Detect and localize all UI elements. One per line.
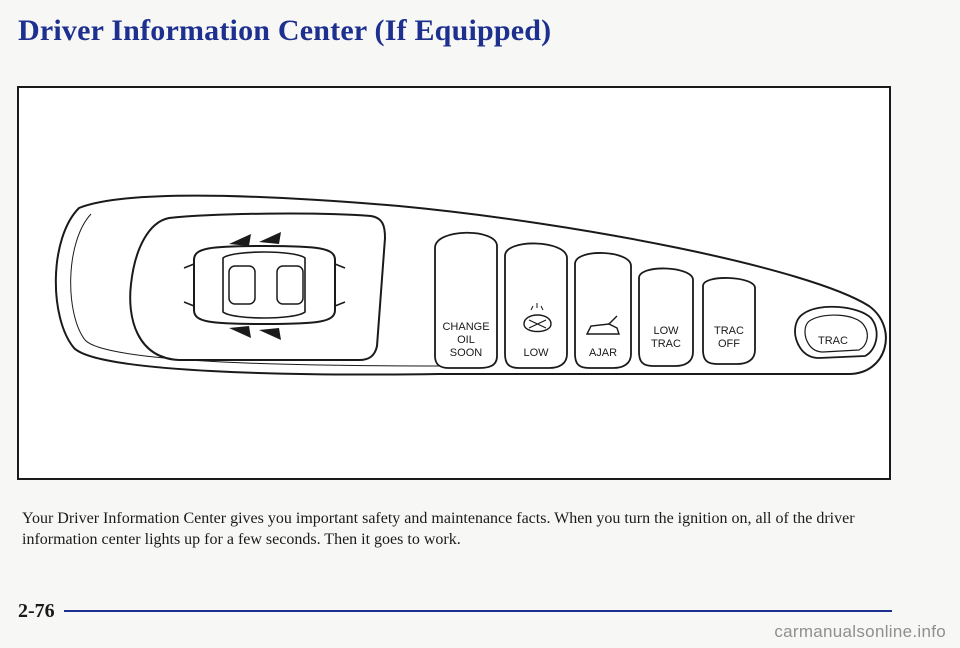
indicator-change-oil-soon: CHANGE OIL SOON — [434, 231, 498, 369]
indicator-label: TRAC — [651, 338, 681, 350]
arrow-icon — [229, 234, 251, 246]
trac-button[interactable]: TRAC — [794, 305, 878, 359]
car-top-view-icon — [183, 244, 346, 326]
trac-button-label: TRAC — [818, 335, 848, 347]
indicator-label: AJAR — [589, 347, 617, 359]
body-paragraph: Your Driver Information Center gives you… — [22, 510, 855, 548]
indicator-label: OFF — [718, 338, 740, 350]
driver-info-center-figure: CHANGE OIL SOON LOW AJAR LOW — [17, 86, 891, 480]
page-number: 2-76 — [18, 600, 55, 622]
panel-illustration: CHANGE OIL SOON LOW AJAR LOW — [54, 194, 887, 376]
indicator-label: CHANGE — [442, 321, 489, 333]
trunk-ajar-icon — [585, 315, 620, 335]
arrow-icon — [229, 326, 251, 338]
indicator-label: LOW — [653, 325, 679, 337]
arrow-icon — [259, 328, 281, 340]
arrow-icon — [259, 232, 281, 244]
footer-rule — [64, 610, 892, 612]
indicator-label: TRAC — [714, 325, 744, 337]
page-title: Driver Information Center (If Equipped) — [18, 14, 552, 47]
watermark: carmanualsonline.info — [774, 622, 946, 641]
indicator-low-trac: LOW TRAC — [638, 267, 694, 367]
indicator-label: SOON — [450, 347, 482, 359]
washer-fluid-icon — [523, 303, 552, 333]
indicator-washer-fluid-low: LOW — [504, 242, 568, 369]
indicator-trunk-ajar: AJAR — [574, 252, 632, 369]
indicator-trac-off: TRAC OFF — [702, 277, 756, 365]
indicator-label: LOW — [523, 347, 549, 359]
indicator-label: OIL — [457, 334, 475, 346]
